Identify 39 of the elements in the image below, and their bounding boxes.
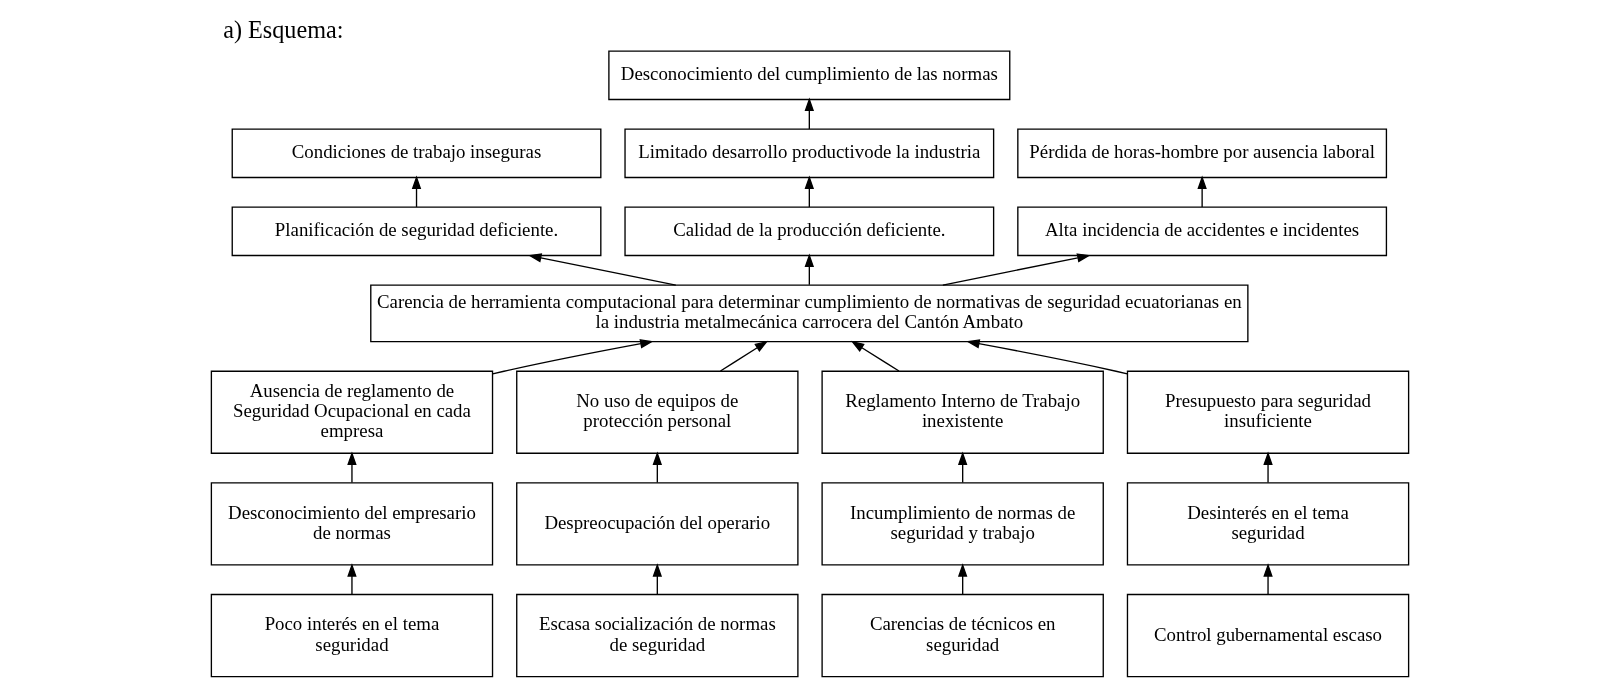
arrow: [957, 451, 967, 484]
arrow: [804, 97, 814, 130]
node-box: Reglamento Interno de Trabajo inexistente: [820, 370, 1104, 454]
node-box: No uso de equipos de protección personal: [515, 370, 799, 454]
diagram-title: a) Esquema:: [222, 16, 343, 44]
node-box: Despreocupación del operario: [515, 482, 799, 566]
node-box: Incumplimiento de normas de seguridad y trabajo: [820, 482, 1104, 566]
arrow: [652, 451, 662, 484]
node-box: Escasa socialización de normas de seguridad: [515, 593, 799, 678]
node-box: Limitado desarrollo productivode la industria: [623, 128, 994, 179]
arrow: [965, 339, 1128, 375]
node-box: Desconocimiento del empresario de normas: [210, 482, 493, 566]
node-box: Presupuesto para seguridad insuficiente: [1126, 370, 1409, 454]
node-box: Desconocimiento del cumplimiento de las normas: [607, 50, 1010, 101]
arrow: [1196, 175, 1207, 208]
node-box: Condiciones de trabajo inseguras: [231, 128, 601, 179]
node-box: Poco interés en el tema seguridad: [210, 593, 493, 678]
arrow: [346, 563, 357, 595]
arrow: [719, 340, 768, 372]
arrow: [652, 563, 662, 595]
node-box: Control gubernamental escaso: [1126, 593, 1409, 678]
arrow: [527, 253, 676, 286]
arrow: [346, 451, 357, 484]
arrow: [411, 175, 421, 208]
arrow: [804, 175, 814, 208]
arrow: [850, 340, 900, 372]
node-box: Desinterés en el tema seguridad: [1126, 482, 1409, 566]
arrow: [957, 563, 967, 595]
node-box: Calidad de la producción deficiente.: [623, 206, 994, 257]
node-box: Carencia de herramienta computacional para determinar cumplimiento de normativas de seguridad ecuatorianas en la industria metalmecánica carrocera del Cantón Ambato: [369, 284, 1249, 343]
node-box: Planificación de seguridad deficiente.: [231, 206, 601, 257]
node-box: Ausencia de reglamento de Seguridad Ocupacional en cada empresa: [210, 370, 493, 454]
arrow: [1262, 563, 1273, 595]
arrow: [941, 253, 1091, 286]
node-box: Carencias de técnicos en seguridad: [820, 593, 1104, 678]
arrow: [1262, 451, 1273, 484]
node-box: Pérdida de horas-hombre por ausencia laboral: [1016, 128, 1387, 179]
arrow: [491, 339, 654, 375]
node-box: Alta incidencia de accidentes e incidentes: [1016, 206, 1387, 257]
